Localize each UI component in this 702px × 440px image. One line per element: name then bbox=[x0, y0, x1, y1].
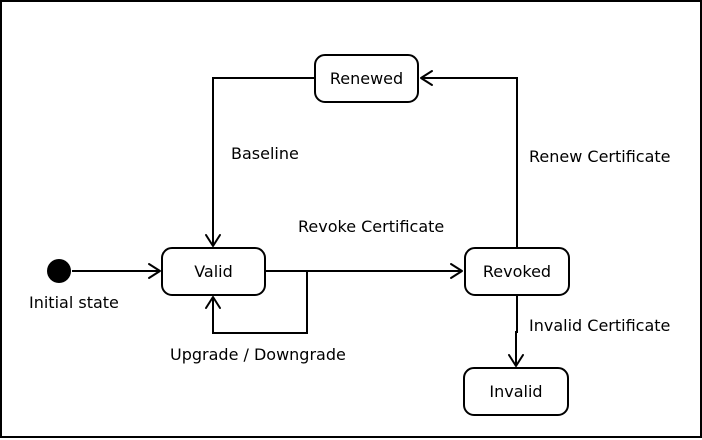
edge-upgrade-downgrade bbox=[205, 270, 308, 334]
edge-renew-certificate bbox=[420, 70, 518, 248]
transition-label-revoke-certificate: Revoke Certificate bbox=[298, 217, 445, 236]
initial-state-node bbox=[47, 259, 71, 283]
initial-state-label: Initial state bbox=[29, 293, 119, 312]
edge-initial-to-valid bbox=[72, 263, 161, 279]
state-valid-label: Valid bbox=[194, 262, 233, 281]
state-revoked: Revoked bbox=[464, 247, 570, 296]
edge-invalid-certificate bbox=[508, 295, 524, 367]
state-renewed-label: Renewed bbox=[329, 69, 404, 88]
state-invalid-label: Invalid bbox=[489, 382, 543, 401]
edge-baseline bbox=[205, 77, 314, 247]
state-invalid: Invalid bbox=[463, 367, 569, 416]
transition-label-baseline: Baseline bbox=[231, 144, 299, 163]
state-renewed: Renewed bbox=[314, 54, 419, 103]
transition-label-upgrade-downgrade: Upgrade / Downgrade bbox=[170, 345, 346, 364]
state-valid: Valid bbox=[161, 247, 266, 296]
transition-label-invalid-certificate: Invalid Certificate bbox=[529, 316, 671, 335]
transition-label-renew-certificate: Renew Certificate bbox=[529, 147, 671, 166]
state-revoked-label: Revoked bbox=[482, 262, 552, 281]
